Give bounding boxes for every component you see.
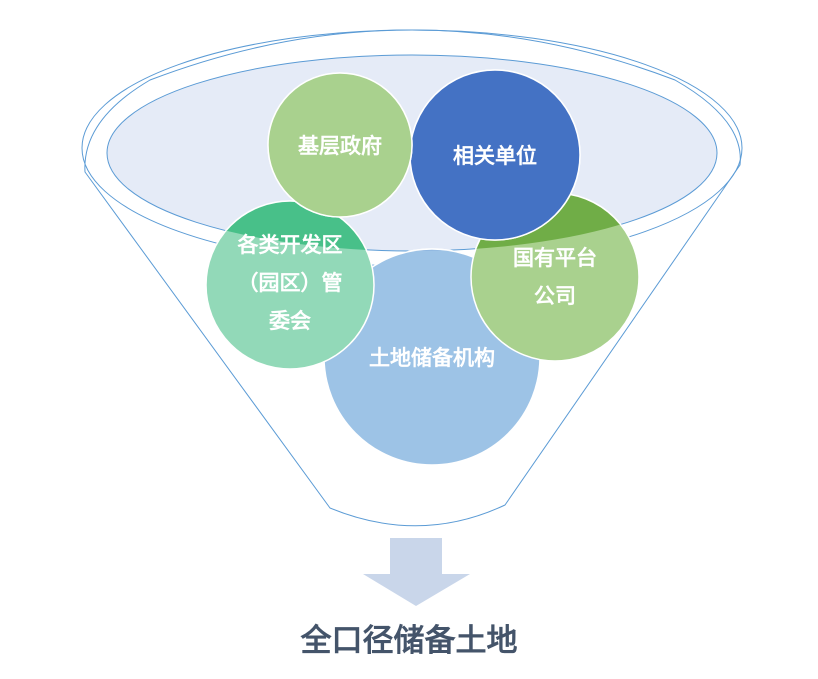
down-arrow-icon bbox=[363, 538, 470, 606]
entity-label: 相关单位 bbox=[453, 144, 537, 168]
entity-grassroots: 基层政府 bbox=[267, 72, 413, 218]
entity-label: 公司 bbox=[534, 284, 576, 308]
entity-label: （园区）管 bbox=[238, 271, 343, 295]
entity-label: 国有平台 bbox=[513, 246, 597, 270]
entity-circle-rim-part bbox=[267, 72, 413, 218]
entity-circle-rim-part bbox=[323, 248, 541, 251]
entity-label: 基层政府 bbox=[298, 134, 382, 158]
entity-related: 相关单位 bbox=[409, 69, 581, 241]
entity-label: 土地储备机构 bbox=[369, 346, 495, 370]
entity-label: 各类开发区 bbox=[237, 233, 343, 257]
output-label: 全口径储备土地 bbox=[300, 623, 518, 659]
entity-devzone: 各类开发区 （园区）管委会 bbox=[205, 200, 375, 370]
entity-label: 委会 bbox=[268, 309, 311, 333]
